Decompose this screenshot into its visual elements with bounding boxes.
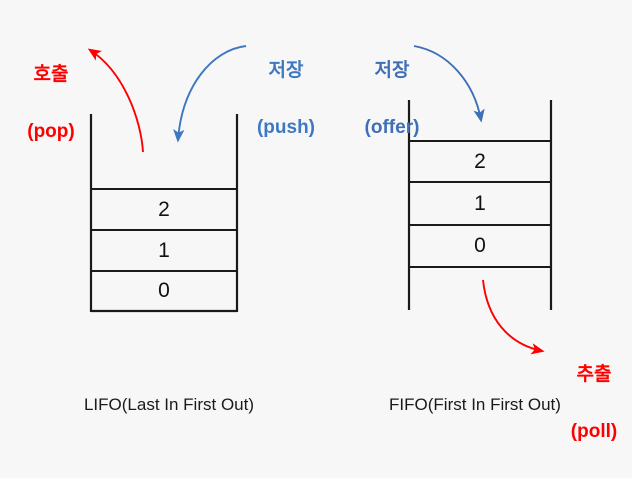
push-label-en: (push) bbox=[256, 116, 316, 138]
stack-cell-value-0: 2 bbox=[158, 198, 170, 221]
stack-cell-value-1: 1 bbox=[158, 239, 170, 262]
push-label-ko: 저장 bbox=[268, 59, 304, 81]
stack-cell-value-2: 0 bbox=[158, 279, 170, 302]
poll-label-en: (poll) bbox=[570, 420, 618, 442]
offer-arrow bbox=[413, 45, 485, 123]
diagram-canvas: 2 1 0 2 1 0 호출 (pop) 저장 (push) 저장 (offer… bbox=[8, 24, 617, 442]
diagram-vector-layer bbox=[87, 45, 553, 355]
offer-label: 저장 (offer) bbox=[344, 24, 440, 174]
queue-cell-value-0: 2 bbox=[474, 150, 486, 173]
queue-container bbox=[407, 100, 553, 310]
push-label: 저장 (push) bbox=[240, 24, 332, 174]
poll-arrow bbox=[482, 279, 545, 355]
pop-label-ko: 호출 bbox=[33, 63, 69, 85]
queue-cell-value-1: 1 bbox=[474, 192, 486, 215]
queue-cell-value-2: 0 bbox=[474, 234, 486, 257]
pop-label-en: (pop) bbox=[27, 120, 75, 142]
stack-container bbox=[89, 114, 239, 313]
fifo-caption: FIFO(First In First Out) bbox=[389, 395, 561, 414]
poll-label: 추출 (poll) bbox=[556, 328, 632, 478]
push-arrow bbox=[173, 45, 247, 143]
pop-arrow bbox=[87, 48, 144, 153]
offer-label-en: (offer) bbox=[364, 116, 420, 138]
poll-label-ko: 추출 bbox=[576, 363, 612, 385]
pop-label: 호출 (pop) bbox=[8, 28, 94, 178]
offer-label-ko: 저장 bbox=[374, 59, 410, 81]
lifo-caption: LIFO(Last In First Out) bbox=[83, 395, 255, 414]
